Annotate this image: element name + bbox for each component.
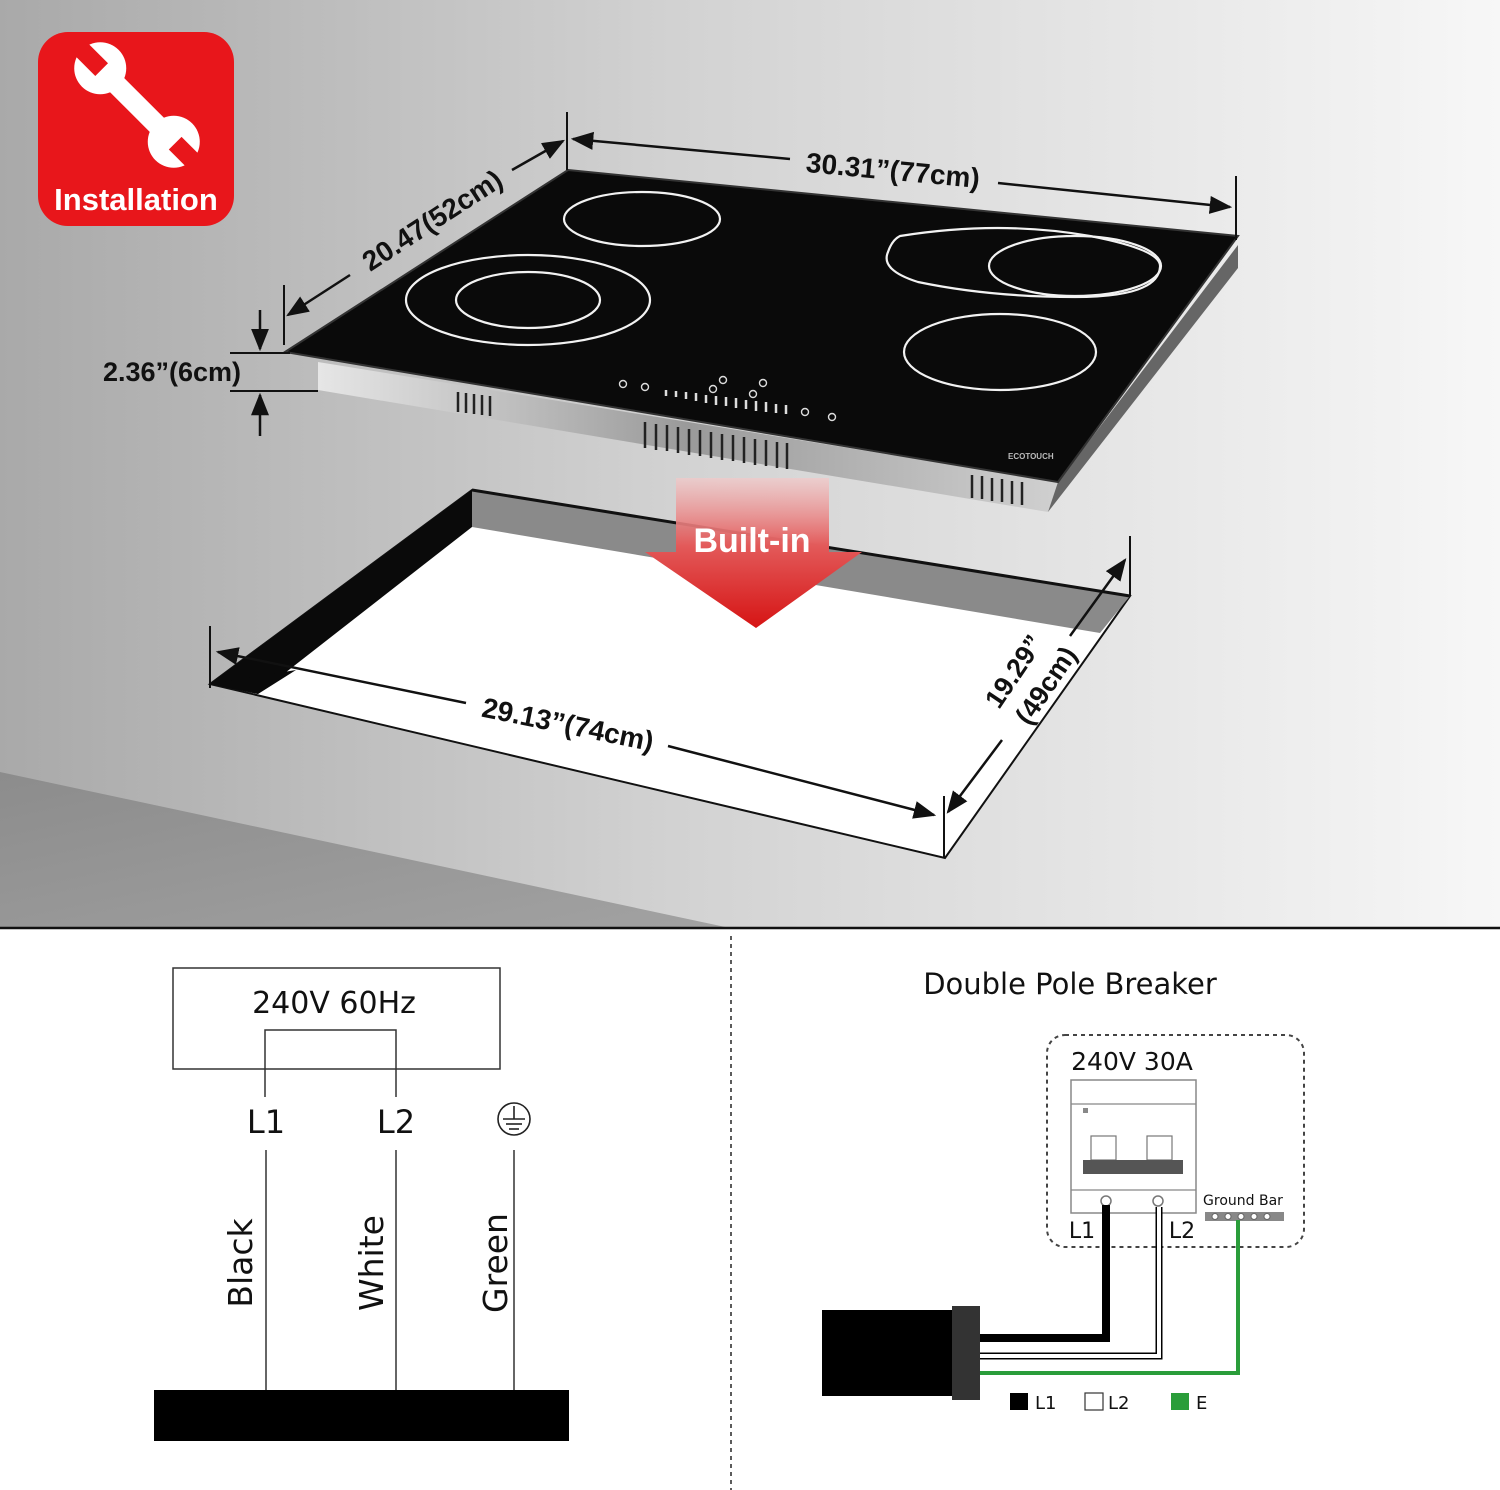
breaker-toggle-bar <box>1083 1160 1183 1174</box>
ground-icon <box>497 1102 531 1136</box>
ground-bar-label: Ground Bar <box>1203 1193 1283 1209</box>
wire-black-label: Black <box>221 1217 260 1307</box>
legend-l2-label: L2 <box>1108 1393 1129 1414</box>
legend-e-label: E <box>1196 1393 1207 1414</box>
burner-front-left-inner <box>454 270 602 330</box>
supply-box <box>172 967 501 1070</box>
burner-rear-right-outer <box>885 226 1162 299</box>
burner-rear-left <box>562 190 722 248</box>
supply-label: 240V 60Hz <box>252 986 416 1021</box>
breaker-wiring-panel: Double Pole Breaker 240V 30A L1 L2 Groun… <box>822 967 1305 1414</box>
breaker-rating: 240V 30A <box>1071 1047 1193 1076</box>
touch-controls <box>618 375 837 422</box>
burner-front-right <box>902 312 1098 392</box>
hob-height-label: 2.36”(6cm) <box>103 357 241 387</box>
cutout-left-wall <box>210 490 472 694</box>
supply-wiring-panel: 240V 60Hz L1 L2 Black White Green <box>154 967 569 1441</box>
appliance-cable-block <box>822 1310 952 1396</box>
burner-front-left-outer <box>404 253 652 347</box>
legend-l1-label: L1 <box>1035 1393 1056 1414</box>
breaker-title: Double Pole Breaker <box>923 967 1217 1001</box>
vent-slots <box>456 392 1024 505</box>
cable-clamp <box>952 1306 980 1400</box>
terminal-l2-label: L2 <box>377 1103 415 1141</box>
wrench-icon <box>69 37 208 176</box>
down-arrow-icon <box>645 478 862 628</box>
legend-l2-swatch <box>1084 1392 1104 1411</box>
burners <box>404 190 1163 392</box>
burner-rear-right-inner <box>987 234 1163 298</box>
cooktop-glass <box>282 168 1240 484</box>
cable-l2 <box>979 1207 1161 1358</box>
legend-e-swatch <box>1171 1393 1189 1410</box>
cooktop-side-right <box>1048 245 1238 512</box>
wire-green-label: Green <box>476 1213 515 1313</box>
breaker-body <box>1070 1079 1197 1214</box>
cable-l1 <box>979 1205 1110 1342</box>
breaker-l1-label: L1 <box>1069 1219 1095 1244</box>
installation-badge: Installation <box>38 32 234 226</box>
brand-logo: ECOTOUCH <box>1008 452 1054 461</box>
wire-white-label: White <box>352 1215 391 1311</box>
countertop-surface <box>0 772 730 928</box>
breaker-enclosure <box>1046 1034 1305 1248</box>
cable-ground <box>979 1220 1240 1375</box>
appliance-block <box>154 1390 569 1441</box>
badge-label: Installation <box>54 182 218 217</box>
supply-loop <box>264 1029 397 1097</box>
legend-l1-swatch <box>1010 1393 1028 1410</box>
breaker-l2-label: L2 <box>1169 1219 1195 1244</box>
builtin-arrow: Built-in <box>645 478 862 628</box>
touch-slider <box>664 390 788 414</box>
cooktop: ECOTOUCH <box>282 168 1240 512</box>
builtin-label: Built-in <box>693 522 810 560</box>
terminal-l1-label: L1 <box>247 1103 285 1141</box>
